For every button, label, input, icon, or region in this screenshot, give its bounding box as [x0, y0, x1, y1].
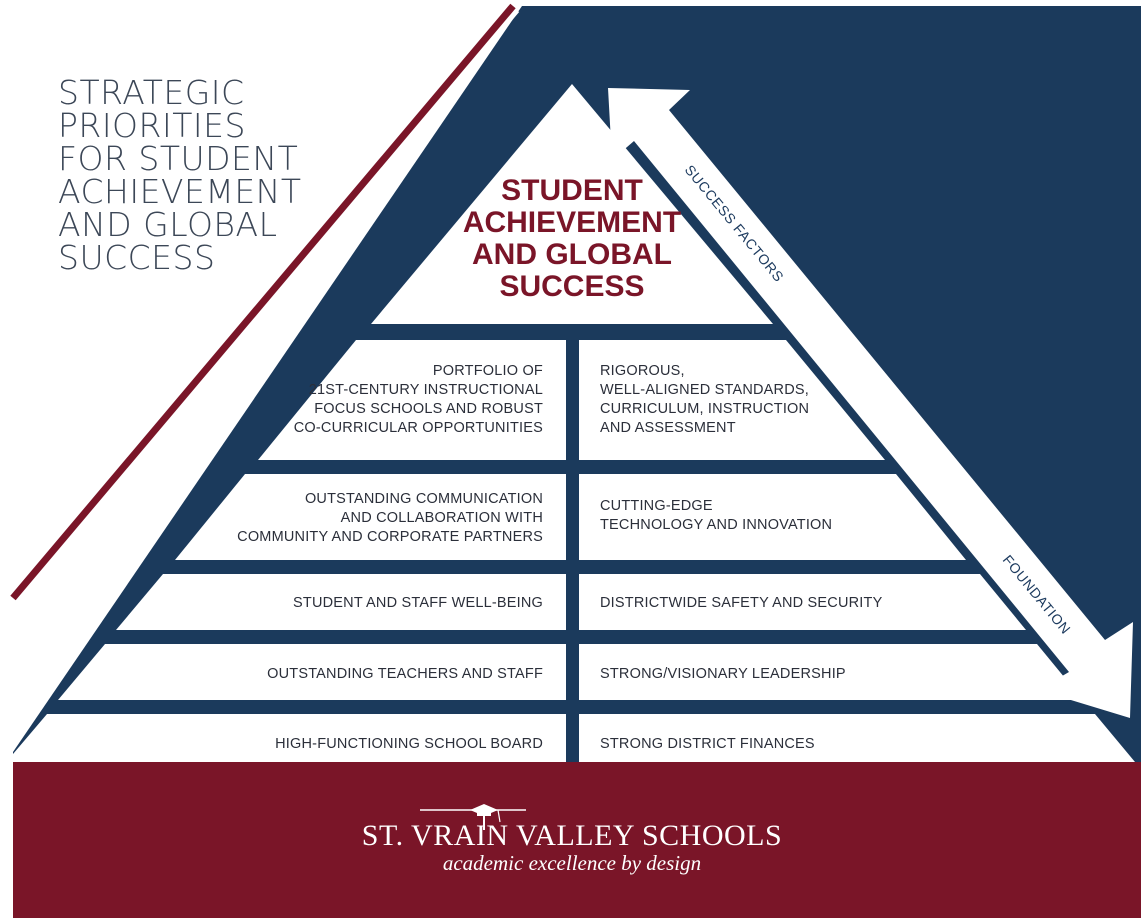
tier-1-right-line: WELL-ALIGNED STANDARDS, — [600, 382, 809, 398]
apex-goal: STUDENT ACHIEVEMENT AND GLOBAL SUCCESS — [463, 174, 681, 303]
logo-wordmark: ST. VRAIN VALLEY SCHOOLS — [362, 819, 782, 852]
tier-4-right-block — [579, 644, 1083, 700]
apex-line: ACHIEVEMENT — [463, 206, 681, 239]
maroon-diagonal-stripe — [10, 3, 516, 601]
footer-band — [13, 762, 1141, 918]
tier-1-right-line: AND ASSESSMENT — [600, 420, 736, 436]
title-line: SUCCESS — [58, 238, 215, 277]
tier-1-left-line: CO-CURRICULAR OPPORTUNITIES — [294, 420, 543, 436]
tier-5-right-line: STRONG DISTRICT FINANCES — [600, 736, 815, 752]
tier-2-left-line: COMMUNITY AND CORPORATE PARTNERS — [237, 529, 543, 545]
logo-tagline: academic excellence by design — [443, 851, 701, 875]
apex-line: STUDENT — [501, 174, 643, 207]
title-line: FOR STUDENT — [58, 139, 298, 178]
tier-1-right-line: CURRICULUM, INSTRUCTION — [600, 401, 809, 417]
tier-3-left-line: STUDENT AND STAFF WELL-BEING — [293, 595, 543, 611]
apex-line: SUCCESS — [499, 270, 644, 303]
tier-2-left-block — [175, 474, 566, 560]
white-diagonal-stripe — [14, 10, 520, 606]
tier-2-right-block — [579, 474, 966, 560]
tier-5-left-block — [13, 714, 566, 762]
title-line: ACHIEVEMENT — [58, 172, 302, 211]
title-line: AND GLOBAL — [58, 205, 277, 244]
tier-1-right-line: RIGOROUS, — [600, 363, 685, 379]
tier-2-left-line: AND COLLABORATION WITH — [341, 510, 543, 526]
apex-triangle — [371, 84, 773, 324]
navy-backdrop — [13, 6, 1141, 762]
tier-5-left-line: HIGH-FUNCTIONING SCHOOL BOARD — [275, 736, 543, 752]
success-arrow — [608, 88, 1133, 718]
tier-1-left-line: PORTFOLIO OF — [433, 363, 543, 379]
title-line: STRATEGIC — [58, 73, 245, 112]
tier-4-left-line: OUTSTANDING TEACHERS AND STAFF — [267, 666, 543, 682]
tier-4-right-line: STRONG/VISIONARY LEADERSHIP — [600, 666, 846, 682]
apex-line: AND GLOBAL — [472, 238, 672, 271]
tier-1-right-block — [579, 340, 885, 460]
tier-1-left-block — [258, 340, 566, 460]
tier-2-right-line: CUTTING-EDGE — [600, 498, 713, 514]
page-title: STRATEGIC PRIORITIES FOR STUDENT ACHIEVE… — [58, 73, 302, 277]
tier-3-left-block — [116, 574, 566, 630]
tier-3-right-line: DISTRICTWIDE SAFETY AND SECURITY — [600, 595, 883, 611]
district-logo: ST. VRAIN VALLEY SCHOOLS academic excell… — [362, 804, 782, 875]
tier-1-left-line: 21ST-CENTURY INSTRUCTIONAL — [309, 382, 543, 398]
graduation-cap-icon — [470, 804, 501, 830]
tier-3-right-block — [579, 574, 1026, 630]
title-line: PRIORITIES — [58, 106, 246, 145]
tier-2-left-line: OUTSTANDING COMMUNICATION — [305, 491, 543, 507]
tier-4-left-block — [58, 644, 566, 700]
tier-5-right-block — [579, 714, 1135, 762]
tier-2-right-line: TECHNOLOGY AND INNOVATION — [600, 517, 832, 533]
tier-1-left-line: FOCUS SCHOOLS AND ROBUST — [314, 401, 543, 417]
